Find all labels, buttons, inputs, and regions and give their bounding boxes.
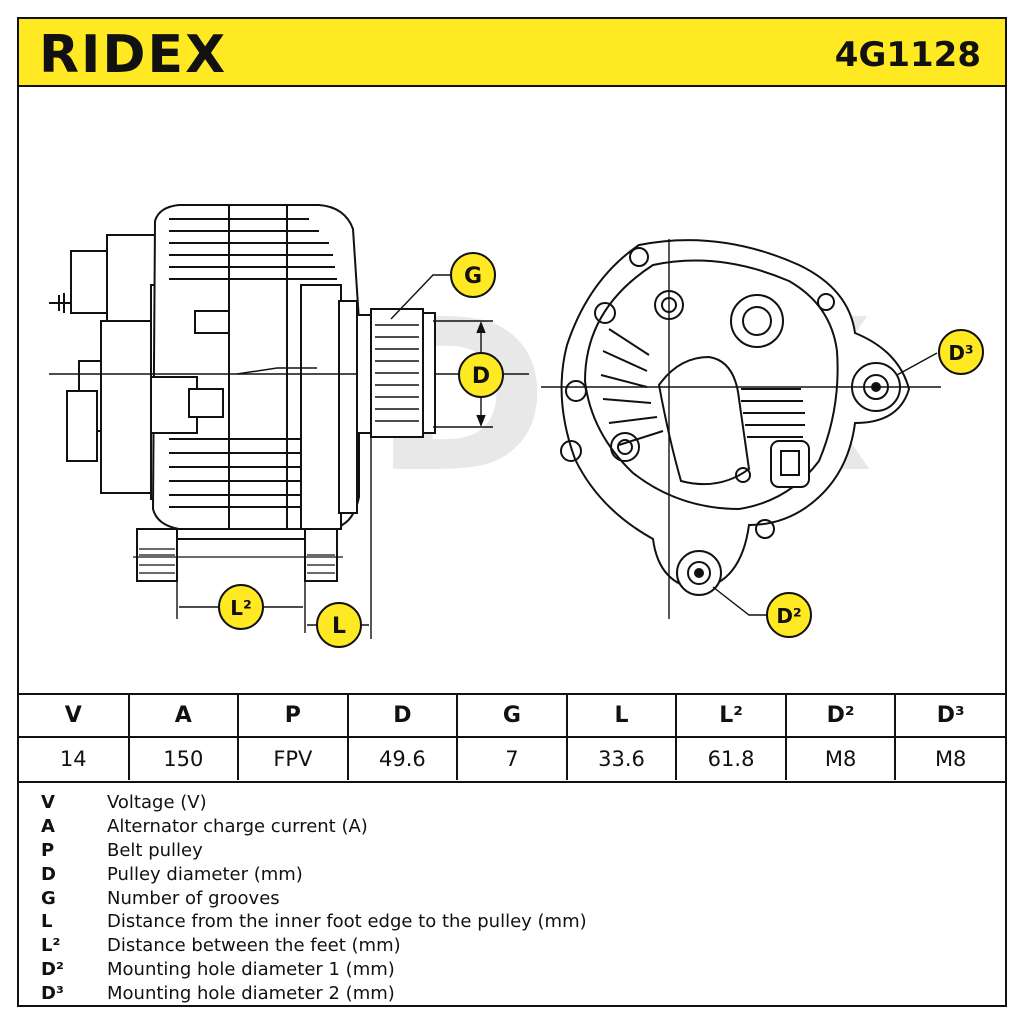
svg-text:D: D xyxy=(472,364,490,389)
svg-text:D³: D³ xyxy=(948,341,973,365)
legend-key: D³ xyxy=(41,982,64,1004)
spec-value-cell: 7 xyxy=(457,736,568,780)
spec-value-cell: M8 xyxy=(895,736,1005,780)
legend-desc: Distance between the feet (mm) xyxy=(107,935,401,957)
legend-key: L xyxy=(41,911,53,933)
callout-d2: D² xyxy=(766,592,812,638)
spec-value-cell: 33.6 xyxy=(566,736,678,780)
spec-header-cell: D³ xyxy=(895,693,1005,737)
spec-value-cell: 49.6 xyxy=(347,736,459,780)
spec-header-cell: L xyxy=(566,693,678,737)
legend-item: L Distance from the inner foot edge to t… xyxy=(19,910,1005,934)
legend-item: D Pulley diameter (mm) xyxy=(19,862,1005,886)
leader-d3 xyxy=(896,352,938,376)
spec-header-cell: G xyxy=(457,693,568,737)
legend-item: D² Mounting hole diameter 1 (mm) xyxy=(19,958,1005,982)
svg-text:D²: D² xyxy=(776,604,801,628)
spec-value-cell: FPV xyxy=(238,736,349,780)
spec-value-cell: 61.8 xyxy=(676,736,787,780)
legend-key: D² xyxy=(41,958,64,980)
legend-item: P Belt pulley xyxy=(19,839,1005,863)
leader-g xyxy=(390,274,451,320)
callout-l: L xyxy=(316,602,362,648)
legend-key: G xyxy=(41,887,56,909)
spec-table: V A P D G L L² D² D³ 14 150 FPV 49.6 7 3… xyxy=(19,693,1005,780)
legend-desc: Alternator charge current (A) xyxy=(107,816,368,838)
callout-g: G xyxy=(450,252,496,298)
product-sheet: RIDEX 4G1128 RIDEX xyxy=(17,17,1007,1007)
header-bar: RIDEX 4G1128 xyxy=(19,19,1005,87)
spec-value-cell: M8 xyxy=(785,736,897,780)
leader-d2 xyxy=(712,586,769,616)
spec-value-cell: 150 xyxy=(128,736,240,780)
alternator-side-view xyxy=(49,204,529,582)
callout-l2: L² xyxy=(218,584,264,630)
spec-header-row: V A P D G L L² D² D³ xyxy=(19,693,1005,737)
legend-key: V xyxy=(41,792,55,814)
spec-header-cell: P xyxy=(238,693,349,737)
legend-desc: Distance from the inner foot edge to the… xyxy=(107,911,587,933)
legend-key: A xyxy=(41,816,55,838)
legend: V Voltage (V) A Alternator charge curren… xyxy=(19,781,1005,1005)
legend-key: L² xyxy=(41,935,61,957)
legend-item: V Voltage (V) xyxy=(19,791,1005,815)
spec-value-cell: 14 xyxy=(19,736,130,780)
legend-item: L² Distance between the feet (mm) xyxy=(19,934,1005,958)
callout-d3: D³ xyxy=(938,329,984,375)
technical-drawing: RIDEX xyxy=(49,204,984,648)
legend-key: P xyxy=(41,839,55,861)
legend-desc: Mounting hole diameter 1 (mm) xyxy=(107,958,395,980)
part-number: 4G1128 xyxy=(834,35,981,75)
svg-text:G: G xyxy=(464,264,482,289)
brand-logo: RIDEX xyxy=(39,25,228,85)
alternator-rear-view xyxy=(541,239,941,619)
legend-item: D³ Mounting hole diameter 2 (mm) xyxy=(19,981,1005,1005)
spec-value-row: 14 150 FPV 49.6 7 33.6 61.8 M8 M8 xyxy=(19,736,1005,780)
legend-desc: Number of grooves xyxy=(107,887,280,909)
legend-desc: Voltage (V) xyxy=(107,792,207,814)
svg-text:L²: L² xyxy=(230,596,252,620)
legend-key: D xyxy=(41,863,56,885)
legend-desc: Pulley diameter (mm) xyxy=(107,863,303,885)
callout-d: D xyxy=(458,352,504,398)
spec-header-cell: A xyxy=(128,693,240,737)
svg-text:L: L xyxy=(332,614,346,639)
legend-item: G Number of grooves xyxy=(19,886,1005,910)
legend-item: A Alternator charge current (A) xyxy=(19,815,1005,839)
belt-pulley xyxy=(356,308,436,438)
spec-header-cell: L² xyxy=(676,693,787,737)
legend-desc: Belt pulley xyxy=(107,839,203,861)
spec-header-cell: D² xyxy=(785,693,897,737)
spec-header-cell: V xyxy=(19,693,130,737)
legend-desc: Mounting hole diameter 2 (mm) xyxy=(107,982,395,1004)
spec-header-cell: D xyxy=(347,693,459,737)
